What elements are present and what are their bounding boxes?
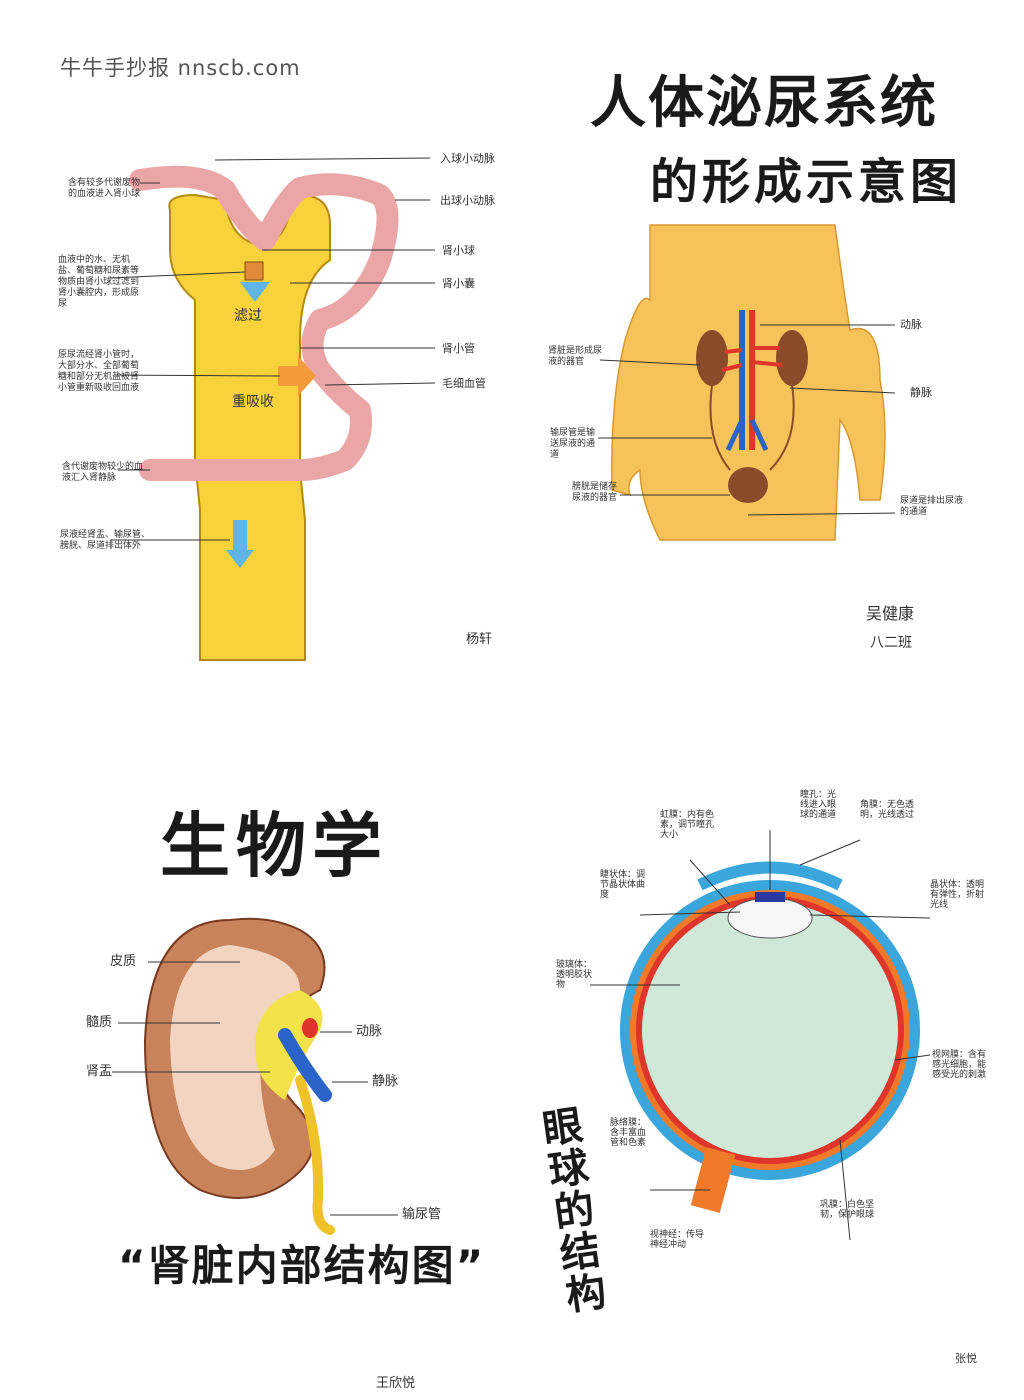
label-retina: 视网膜：含有感光细胞，能感受光的刺激 [932,1050,987,1080]
urine-arrow-head [226,550,254,568]
kidney-section-diagram [112,917,398,1235]
label-reabsorb: 重吸收 [232,394,274,410]
label-ciliary: 睫状体：调节晶状体曲度 [600,870,646,900]
label-cornea: 角膜：无色透明，光线透过 [860,800,915,820]
vitreous-body [642,902,898,1158]
label-sclera: 巩膜：白色坚韧，保护眼球 [820,1200,875,1220]
urinary-diagram [598,224,896,541]
kidney-signature: 王欣悦 [376,1376,416,1391]
note-blood-in: 含有较多代谢废物的血液进入肾小球 [68,178,141,199]
label-vitreous: 玻璃体：透明胶状物 [556,960,593,990]
nephron-diagram [109,157,436,661]
biology-title: 生物学 [160,805,388,887]
note-blood-out: 含代谢废物较少的血液汇入肾静脉 [62,462,144,483]
kidney-diagram-title: “肾脏内部结构图” [118,1241,486,1290]
glomerulus-mark [244,261,264,281]
label-bladder-desc: 膀胱是储存尿液的器官 [572,482,618,503]
label-choroid: 脉络膜：含丰富血管和色素 [610,1118,647,1148]
label-kidney-vein: 静脉 [372,1074,399,1089]
label-filter: 滤过 [234,308,262,324]
ureters [709,384,795,471]
efferent-capillary [139,173,399,481]
optic-nerve [690,1147,736,1213]
afferent-vessel [129,165,276,251]
right-kidney [776,330,808,386]
label-kidney-desc: 肾脏是形成尿液的器官 [548,346,603,367]
label-tubule: 肾小管 [442,342,475,355]
label-pelvis: 肾盂 [86,1064,113,1079]
label-pupil: 瞳孔：光线进入眼球的通道 [800,790,837,820]
torso [611,224,886,541]
note-reabsorb: 原尿流经肾小管时，大部分水、全部葡萄糖和部分无机盐被肾小管重新吸收回血液 [58,350,140,393]
bladder [728,467,768,503]
label-iris: 虹膜：内有色素，调节瞳孔大小 [660,810,715,840]
renal-vein [278,1028,332,1102]
label-lens: 晶状体：透明有弹性，折射光线 [930,880,985,910]
lens [727,897,813,939]
eye-signature: 张悦 [955,1352,977,1365]
label-capsule: 肾小囊 [442,277,475,290]
reabsorb-arrow [278,356,316,396]
label-glomerulus: 肾小球 [442,244,475,257]
pupil-mark [755,892,785,902]
label-urinary-vein: 静脉 [910,386,932,399]
label-cortex: 皮质 [110,954,137,969]
label-optic-nerve: 视神经：传导神经冲动 [650,1230,705,1250]
note-filter: 血液中的水、无机盐、葡萄糖和尿素等物质由肾小球过滤到肾小囊腔内，形成原尿 [58,255,140,309]
renal-artery [302,1018,318,1038]
filter-arrow [240,282,270,302]
kidney-inner [170,945,300,1170]
label-ureter: 输尿管 [402,1207,442,1222]
label-medulla: 髓质 [86,1015,113,1030]
label-urinary-artery: 动脉 [900,318,922,331]
label-efferent: 出球小动脉 [440,194,495,207]
ureter-tube [295,1075,335,1235]
label-ureter-desc: 输尿管是输送尿液的通道 [550,428,596,460]
label-kidney-artery: 动脉 [356,1024,383,1039]
urinary-title-line2: 的形成示意图 [650,154,963,210]
label-afferent: 入球小动脉 [440,152,495,165]
label-capillary: 毛细血管 [442,377,486,390]
urinary-title-line1: 人体泌尿系统 [590,71,938,136]
urine-arrow-shaft [233,520,247,550]
eye-diagram [590,830,931,1241]
nephron-signature: 杨轩 [466,632,493,647]
urinary-signature-class: 八二班 [870,635,912,651]
watermark-text: 牛牛手抄报 nnscb.com [60,56,301,80]
note-urine: 尿液经肾盂、输尿管、膀胱、尿道排出体外 [60,530,151,551]
left-kidney [696,330,728,386]
urinary-signature-name: 吴健康 [866,604,915,623]
label-urethra-desc: 尿道是排出尿液的通道 [900,496,964,517]
